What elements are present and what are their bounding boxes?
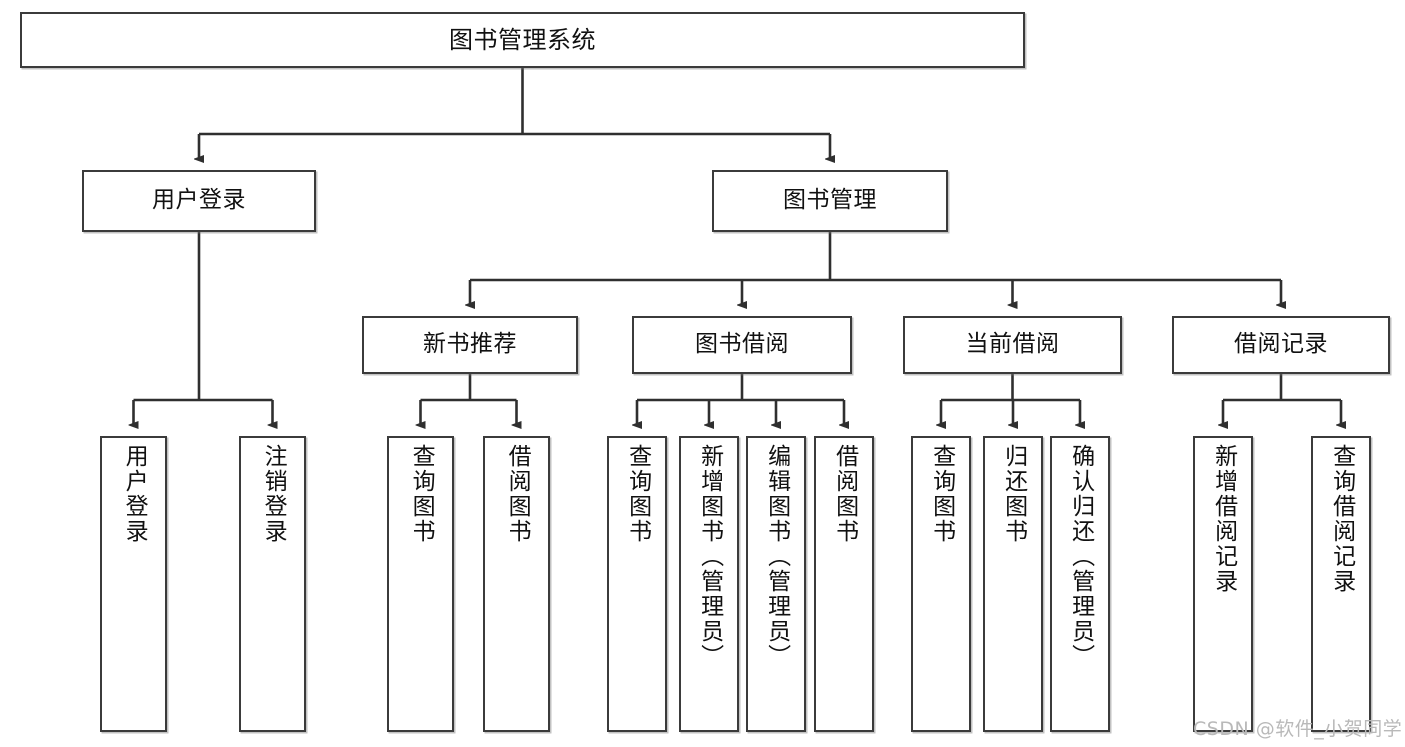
watermark: CSDN @软件_小贺同学 (1193, 718, 1403, 740)
node-leaf-confirm-return[interactable]: 确认归还（管理员） (1050, 436, 1110, 732)
node-label: 新增图书（管理员） (696, 444, 723, 669)
node-label: 新增借阅记录 (1210, 444, 1237, 594)
node-label: 用户登录 (152, 187, 246, 214)
node-current-borrow[interactable]: 当前借阅 (903, 316, 1122, 374)
node-book-borrow[interactable]: 图书借阅 (632, 316, 852, 374)
node-user-login[interactable]: 用户登录 (82, 170, 316, 232)
node-label: 查询图书 (624, 444, 651, 544)
node-leaf-borrow-book-a[interactable]: 借阅图书 (483, 436, 550, 732)
node-leaf-query-record[interactable]: 查询借阅记录 (1311, 436, 1371, 732)
node-leaf-add-record[interactable]: 新增借阅记录 (1193, 436, 1253, 732)
node-leaf-query-book-c[interactable]: 查询图书 (911, 436, 971, 732)
node-leaf-query-book-b[interactable]: 查询图书 (607, 436, 667, 732)
node-label: 图书借阅 (695, 331, 789, 358)
node-leaf-borrow-book-b[interactable]: 借阅图书 (814, 436, 874, 732)
node-label: 查询图书 (408, 444, 435, 544)
node-leaf-return-book[interactable]: 归还图书 (983, 436, 1043, 732)
node-borrow-record[interactable]: 借阅记录 (1172, 316, 1390, 374)
node-label: 借阅图书 (831, 444, 858, 544)
node-label: 用户登录 (121, 444, 148, 544)
node-label: 注销登录 (260, 444, 287, 544)
node-label: 新书推荐 (423, 331, 517, 358)
node-leaf-user-login[interactable]: 用户登录 (100, 436, 167, 732)
node-root[interactable]: 图书管理系统 (20, 12, 1025, 68)
node-leaf-query-book-a[interactable]: 查询图书 (387, 436, 454, 732)
node-label: 借阅图书 (504, 444, 531, 544)
node-label: 归还图书 (1000, 444, 1027, 544)
node-label: 查询借阅记录 (1328, 444, 1355, 594)
node-label: 确认归还（管理员） (1067, 444, 1094, 669)
node-label: 编辑图书（管理员） (763, 444, 790, 669)
node-leaf-user-logout[interactable]: 注销登录 (239, 436, 306, 732)
node-label: 图书管理系统 (449, 25, 596, 54)
node-label: 查询图书 (928, 444, 955, 544)
node-new-book-rec[interactable]: 新书推荐 (362, 316, 578, 374)
node-book-manage[interactable]: 图书管理 (712, 170, 948, 232)
node-label: 当前借阅 (965, 331, 1060, 358)
node-leaf-edit-book[interactable]: 编辑图书（管理员） (746, 436, 806, 732)
node-label: 借阅记录 (1234, 331, 1328, 358)
node-leaf-add-book[interactable]: 新增图书（管理员） (679, 436, 739, 732)
node-label: 图书管理 (783, 187, 877, 214)
